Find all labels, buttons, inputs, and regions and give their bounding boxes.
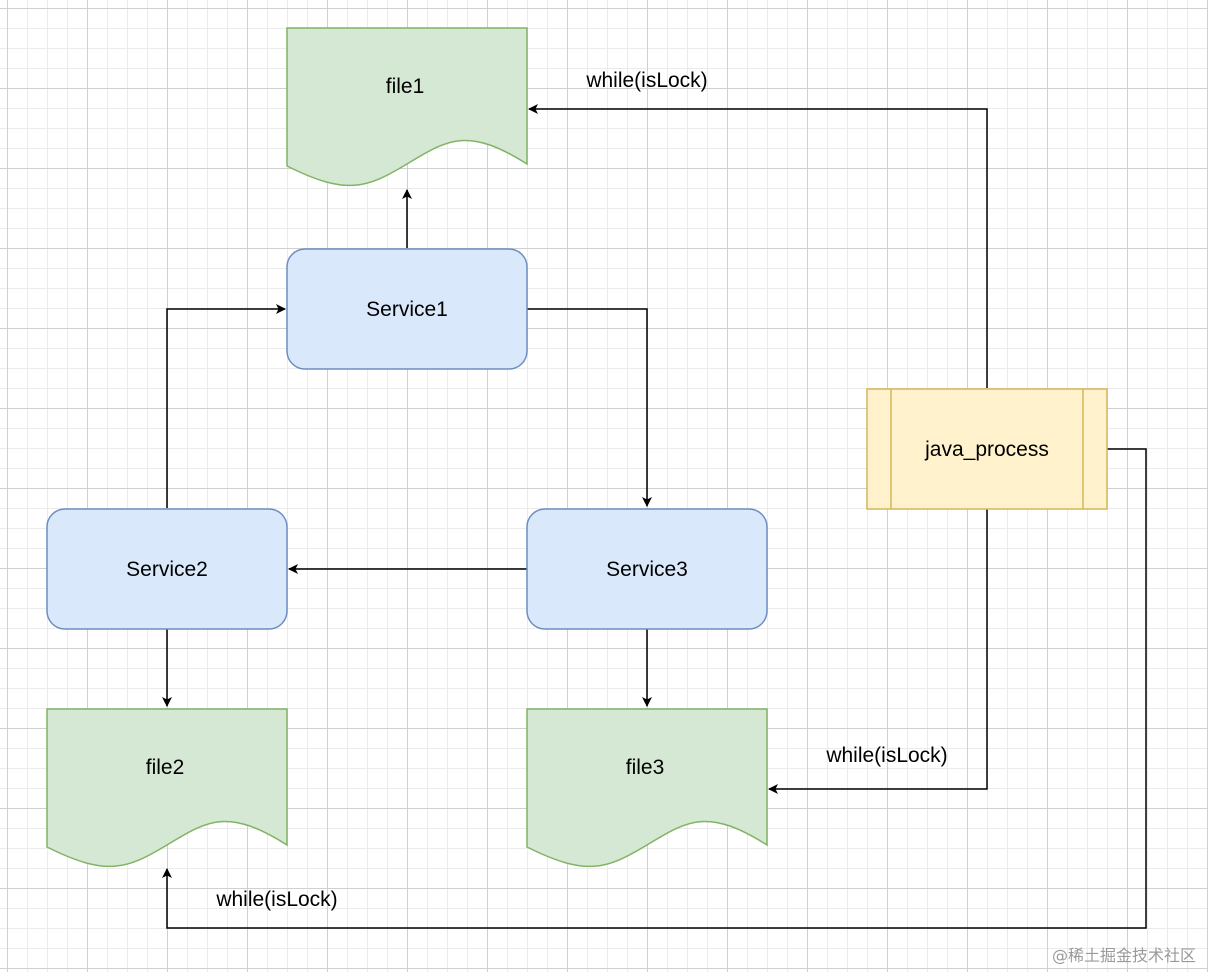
service3-shape [526, 508, 768, 630]
edge-process-to-file1 [528, 104, 988, 388]
watermark: @稀土掘金技术社区 [1051, 946, 1196, 965]
service1-node[interactable]: Service1 [286, 248, 528, 370]
file3-shape [526, 708, 768, 868]
file2-shape [46, 708, 288, 868]
service2-shape [46, 508, 288, 630]
file2-label: file2 [146, 756, 185, 779]
java-process-label: java_process [924, 438, 1049, 461]
java-process-node[interactable]: java_process [866, 388, 1108, 510]
service3-node[interactable]: Service3 [526, 508, 768, 630]
edge-label-file2: while(isLock) [215, 888, 337, 911]
edge-process-to-file3 [768, 509, 988, 794]
edge-service1-to-service3 [527, 308, 652, 507]
edge-label-file3: while(isLock) [825, 744, 947, 767]
java-process-shape [866, 388, 1108, 510]
edge-service2-to-service1 [166, 304, 286, 508]
service3-label: Service3 [606, 558, 688, 581]
service2-label: Service2 [126, 558, 208, 581]
service1-label: Service1 [366, 298, 448, 321]
file3-label: file3 [626, 756, 665, 779]
file1-label: file1 [386, 75, 425, 98]
service1-shape [286, 248, 528, 370]
edge-process-to-file2 [162, 448, 1147, 929]
service2-node[interactable]: Service2 [46, 508, 288, 630]
file3-node[interactable]: file3 [526, 708, 768, 868]
edges [162, 104, 1147, 929]
file1-shape [286, 27, 528, 187]
file2-node[interactable]: file2 [46, 708, 288, 868]
file1-node[interactable]: file1 [286, 27, 528, 187]
edge-label-file1: while(isLock) [585, 69, 707, 92]
